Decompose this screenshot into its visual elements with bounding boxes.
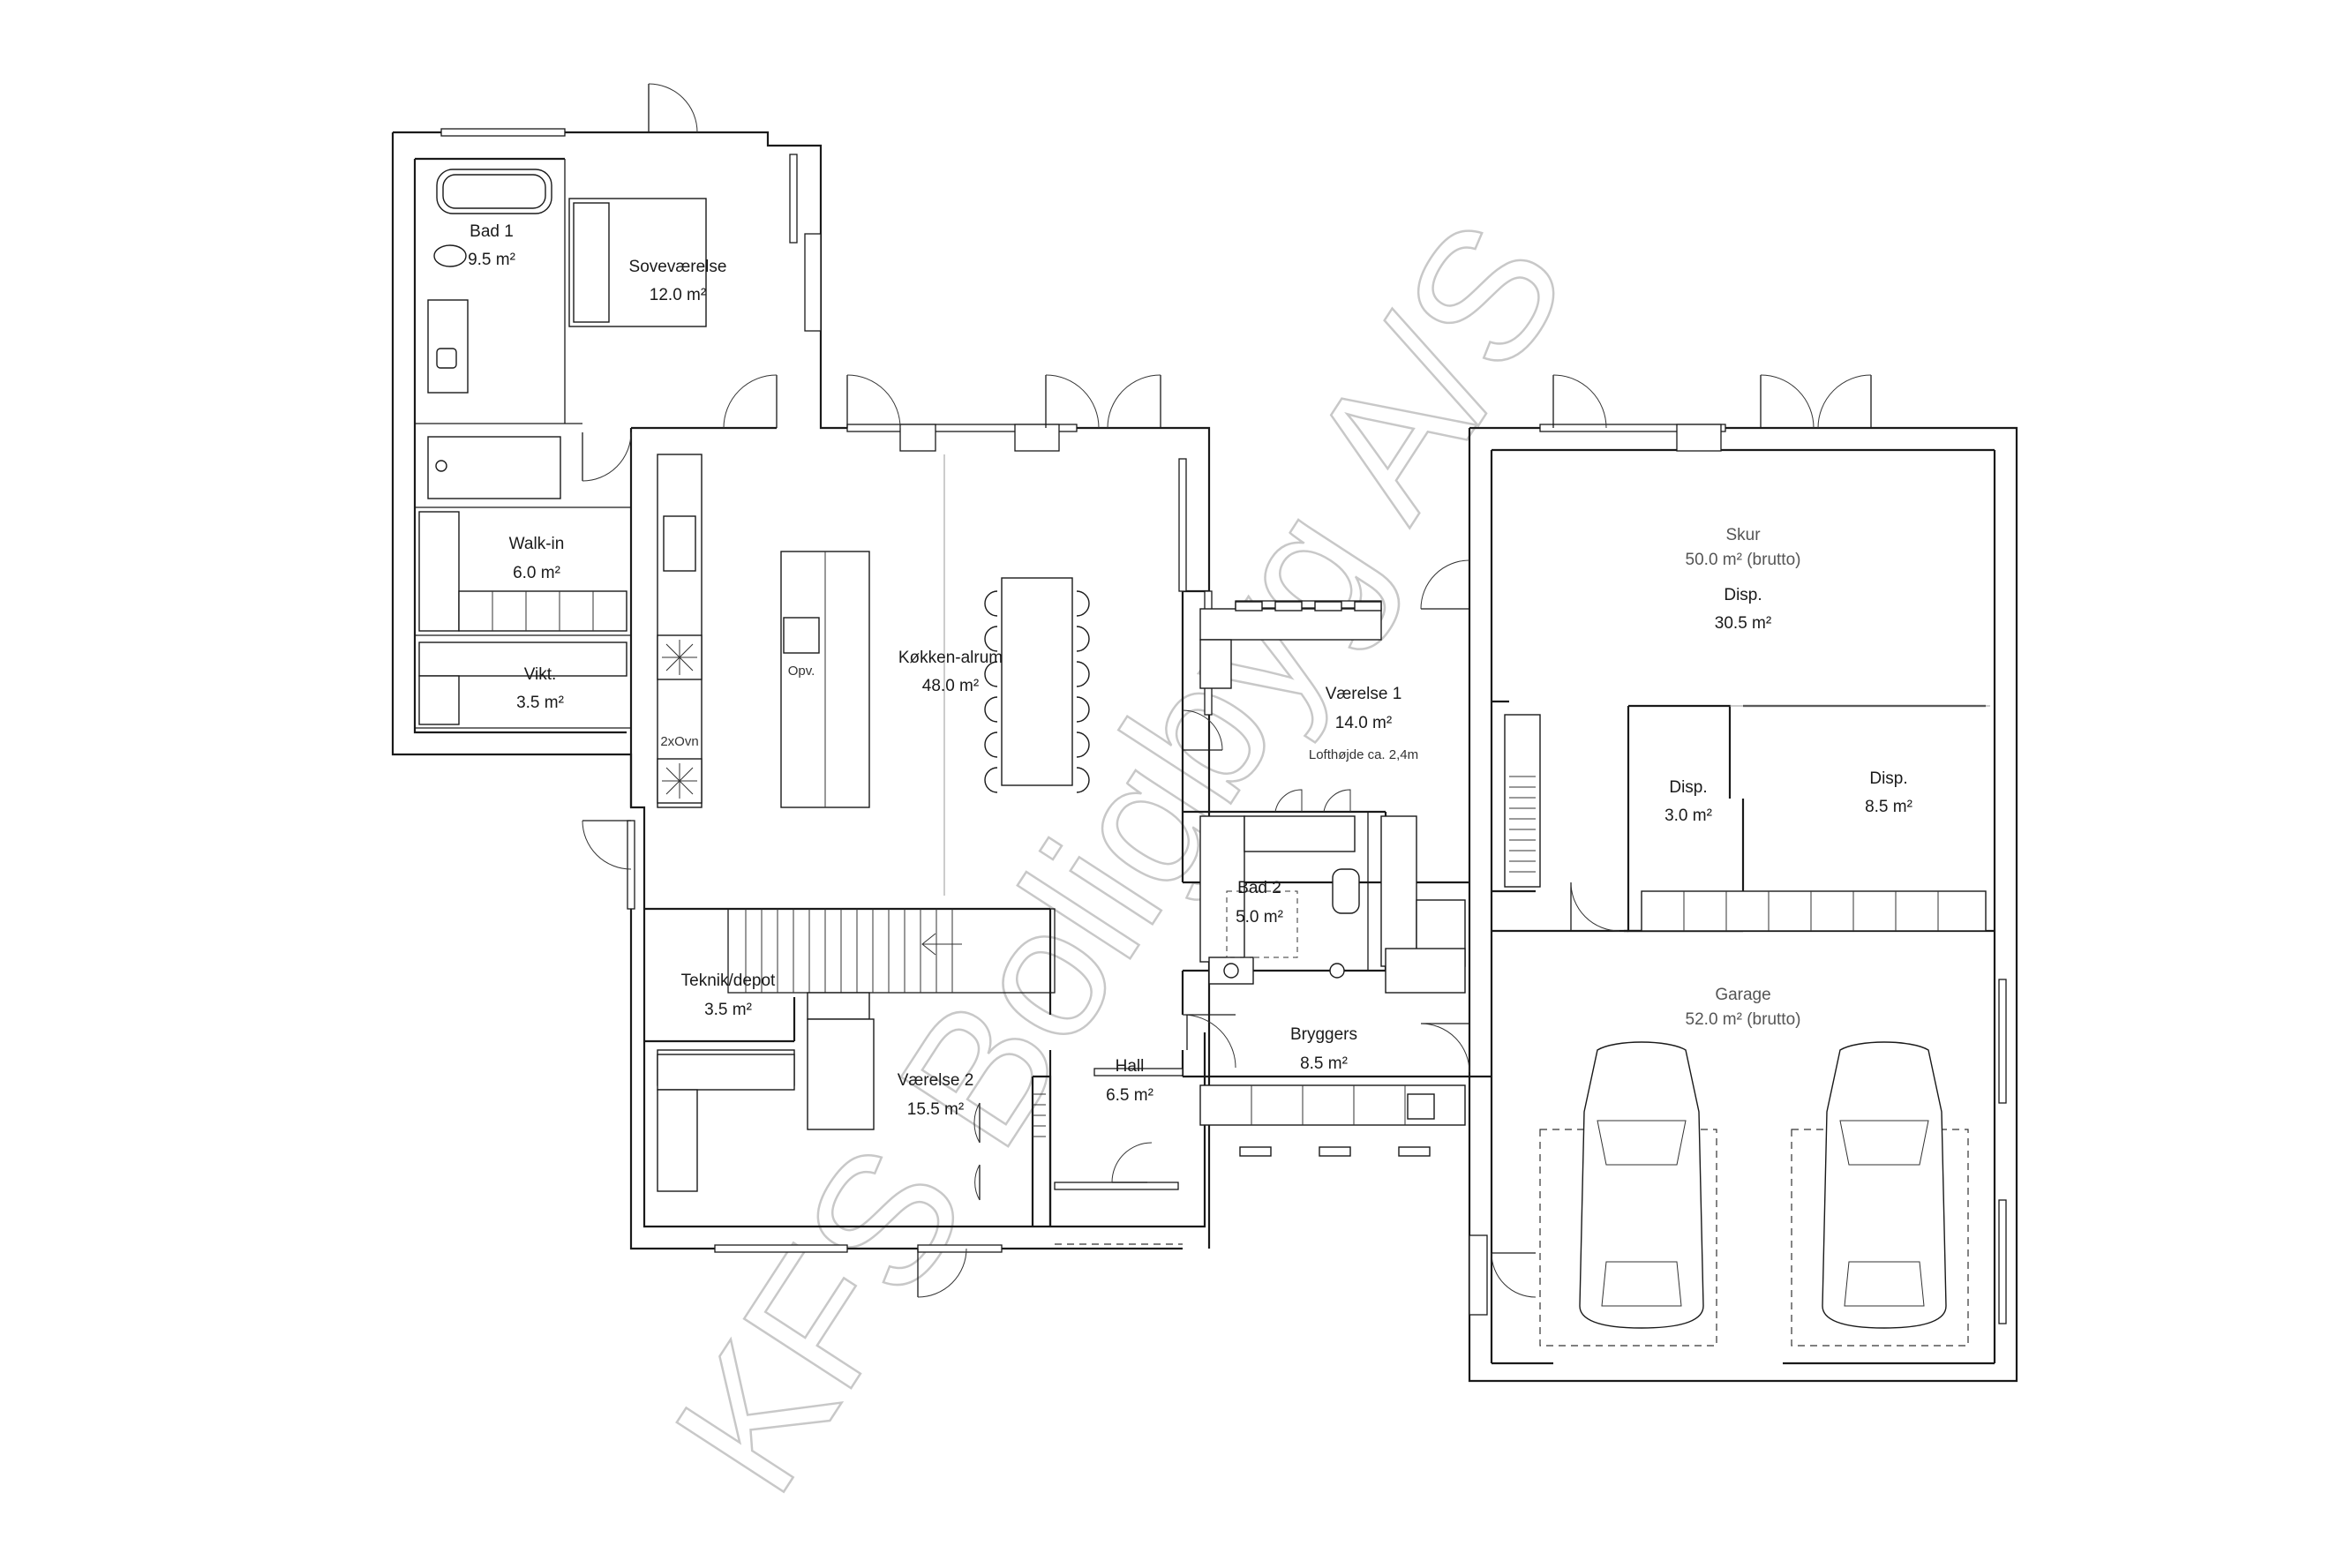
room-garage-name: Garage [1715,986,1770,1004]
watermark-text: KFS Boligbyg A/S [635,186,1605,1526]
cabinet-foot [1239,1146,1272,1157]
room-bryggers-area: 8.5 m² [1300,1054,1348,1073]
room-sovevaerelse-area: 12.0 m² [650,286,706,304]
room-kokken-name: Køkken-alrum [898,649,1003,667]
room-vaerelse1-area: 14.0 m² [1335,714,1392,732]
dining-chair [984,661,998,687]
room-garage-area: 52.0 m² (brutto) [1686,1010,1801,1029]
room-kokken-area: 48.0 m² [922,677,979,695]
dining-chair [984,590,998,617]
room-bad1-name: Bad 1 [470,222,514,241]
room-vaerelse2-area: 15.5 m² [907,1100,964,1119]
room-vaerelse1-note: Lofthøjde ca. 2,4m [1309,747,1418,762]
room-hall-name: Hall [1116,1057,1145,1076]
room-teknik-name: Teknik/depot [681,972,776,990]
dining-chair [984,731,998,758]
cabinet-foot [1398,1146,1431,1157]
room-bad2-name: Bad 2 [1237,879,1281,897]
wardrobe-door [1235,601,1263,611]
furniture [418,169,1987,1192]
room-disp-small-area: 3.0 m² [1664,807,1712,825]
room-labels: Bad 1 9.5 m² Soveværelse 12.0 m² Walk-in… [468,222,1912,1119]
room-vaerelse1-name: Værelse 1 [1326,685,1402,703]
room-bad1-area: 9.5 m² [468,251,515,269]
doors [582,83,1872,1298]
fixture-opv-label: Opv. [788,664,815,679]
windows [440,128,2007,1324]
room-bryggers-name: Bryggers [1290,1025,1357,1044]
wardrobe-door [1274,601,1303,611]
room-vaerelse2-name: Værelse 2 [898,1071,974,1090]
dining-chair [1076,731,1090,758]
room-vikt-area: 3.5 m² [516,694,564,712]
room-bad2-area: 5.0 m² [1236,908,1283,927]
room-sovevaerelse-name: Soveværelse [629,258,727,276]
room-vikt-name: Vikt. [524,665,557,684]
room-disp-small-name: Disp. [1669,778,1707,797]
fixture-ovn-label: 2xOvn [660,734,698,749]
room-teknik-area: 3.5 m² [704,1001,752,1019]
room-disp-large-name: Disp. [1724,586,1762,604]
room-disp-mid-name: Disp. [1869,769,1907,788]
dining-chair [1076,626,1090,652]
room-walkin-area: 6.0 m² [513,564,560,582]
room-disp-mid-area: 8.5 m² [1865,798,1912,816]
dining-chair [984,626,998,652]
room-skur-area: 50.0 m² (brutto) [1686,551,1801,569]
dining-chair [984,696,998,723]
dining-chair [1076,590,1090,617]
dining-chair [984,767,998,793]
dining-chair [1076,696,1090,723]
room-walkin-name: Walk-in [509,535,565,553]
wardrobe-door [1314,601,1342,611]
cabinet-foot [1319,1146,1351,1157]
room-hall-area: 6.5 m² [1106,1086,1153,1105]
room-disp-large-area: 30.5 m² [1715,614,1771,633]
dining-chair [1076,767,1090,793]
room-skur-name: Skur [1725,526,1761,544]
dining-chair [1076,661,1090,687]
staircase [727,908,1056,994]
garage-cars [1539,1041,1969,1347]
wardrobe-door [1354,601,1382,611]
